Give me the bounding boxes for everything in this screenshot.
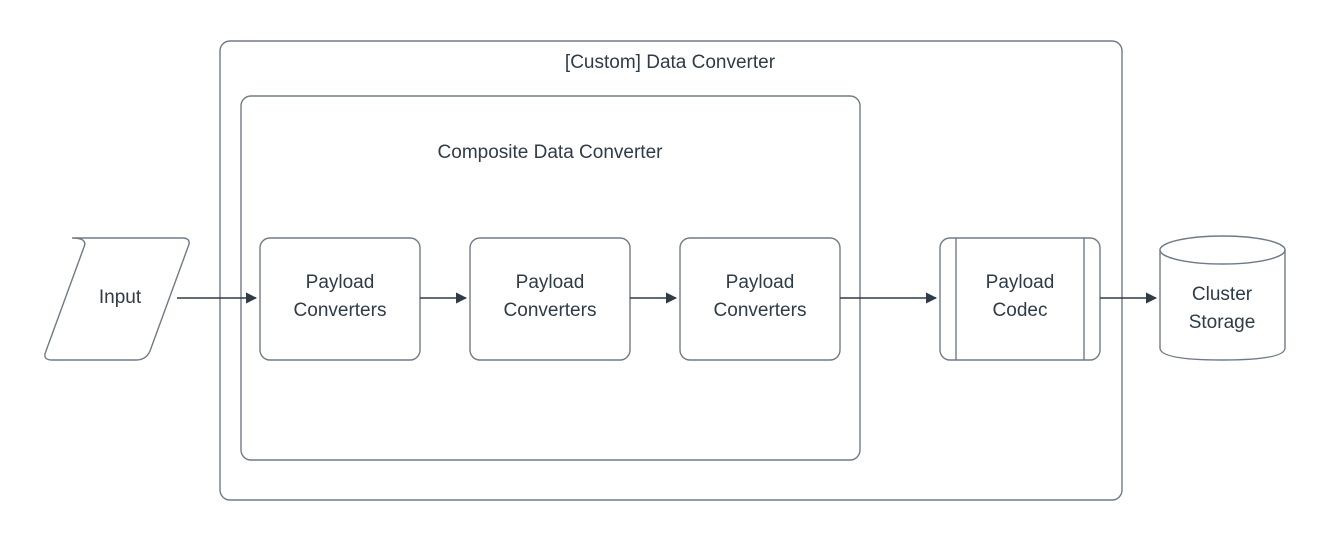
custom-data-converter-container [219,40,1123,501]
payload-converters-3-node[interactable] [679,237,841,361]
input-node[interactable] [44,237,190,361]
payload-converters-1-label-line2: Converters [294,300,387,321]
composite-data-converter-container [240,95,861,461]
payload-converters-3-label-line1: Payload [726,272,795,293]
payload-codec-label-line2: Codec [993,300,1048,321]
payload-converters-1-label-line1: Payload [306,272,375,293]
payload-converters-3-label-line2: Converters [714,300,807,321]
payload-converters-2-node[interactable] [469,237,631,361]
payload-converters-1-node[interactable] [259,237,421,361]
payload-codec-label-line1: Payload [986,272,1055,293]
payload-codec-node[interactable] [939,237,1101,361]
custom-data-converter-title: [Custom] Data Converter [565,52,776,73]
cluster-storage-node[interactable] [1159,249,1286,361]
cluster-storage-label-line2: Storage [1189,312,1256,333]
payload-converters-2-label-line1: Payload [516,272,585,293]
composite-data-converter-title: Composite Data Converter [438,142,664,163]
cluster-storage-label-line1: Cluster [1192,284,1253,305]
payload-converters-2-label-line2: Converters [504,300,597,321]
cluster-storage-top-ellipse [1159,235,1286,265]
input-node-label: Input [99,287,142,308]
